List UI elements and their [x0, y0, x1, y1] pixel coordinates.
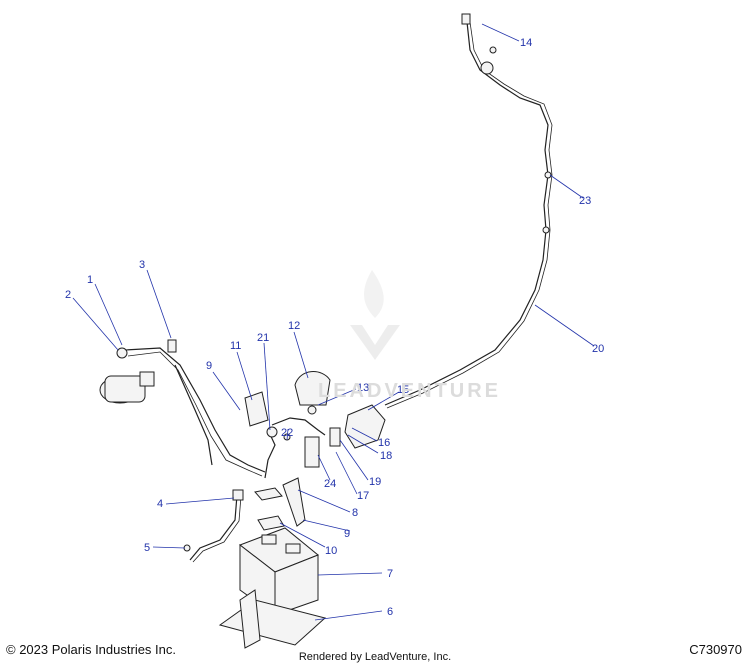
- callout-6: 6: [387, 606, 393, 618]
- callout-8: 8: [352, 507, 358, 519]
- callout-21: 21: [257, 332, 269, 344]
- leader-lines: [72, 23, 595, 621]
- callout-9b: 9: [344, 528, 350, 540]
- copyright-text: © 2023 Polaris Industries Inc.: [6, 642, 176, 657]
- relay-block: [304, 404, 386, 468]
- callout-2: 2: [65, 289, 71, 301]
- watermark-text: LEADVENTURE: [318, 380, 502, 402]
- callout-5: 5: [144, 542, 150, 554]
- ground-cable: [183, 489, 244, 563]
- callout-1: 1: [87, 274, 93, 286]
- battery-holddown: [254, 477, 306, 531]
- callout-14: 14: [520, 37, 532, 49]
- callout-16: 16: [378, 437, 390, 449]
- callout-20: 20: [592, 343, 604, 355]
- callout-9a: 9: [206, 360, 212, 372]
- callout-11: 11: [230, 340, 241, 352]
- callout-10: 10: [325, 545, 337, 557]
- watermark-logo: [350, 270, 400, 360]
- starter-assembly: [99, 339, 266, 477]
- callout-12: 12: [288, 320, 300, 332]
- callout-13: 13: [357, 382, 369, 394]
- callout-18: 18: [380, 450, 392, 462]
- relay-cover: [294, 371, 331, 415]
- battery: [238, 527, 319, 616]
- diagram-code: C730970: [689, 642, 742, 657]
- callout-15: 15: [397, 384, 409, 396]
- callout-3: 3: [139, 259, 145, 271]
- rendered-by-text: Rendered by LeadVenture, Inc.: [298, 651, 452, 663]
- callout-19: 19: [369, 476, 381, 488]
- callout-22: 22: [281, 427, 293, 439]
- callout-4: 4: [157, 498, 163, 510]
- callout-7: 7: [387, 568, 393, 580]
- callout-17: 17: [357, 490, 369, 502]
- battery-tray: [218, 589, 327, 649]
- callout-23: 23: [579, 195, 591, 207]
- main-cable: [384, 13, 553, 409]
- callout-24: 24: [324, 478, 336, 490]
